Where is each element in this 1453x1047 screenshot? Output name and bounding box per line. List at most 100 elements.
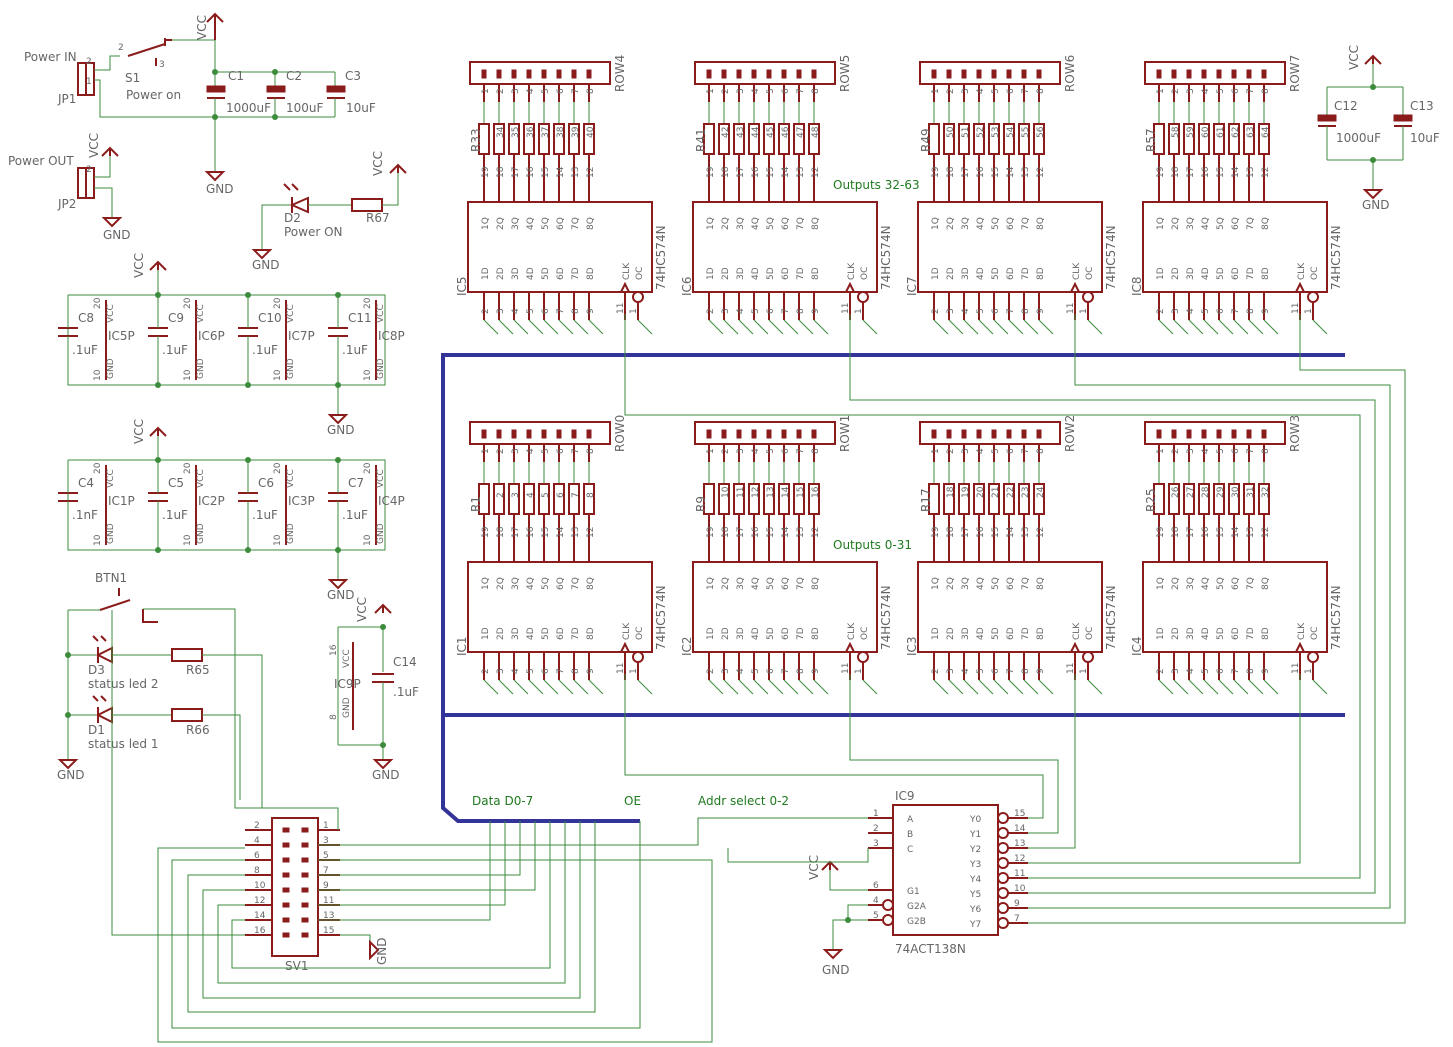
q-label: 4Q (526, 217, 536, 230)
gnd-symbol-sv1 (369, 939, 380, 961)
resistor-label: 56 (1036, 126, 1046, 138)
header-pin (976, 429, 982, 439)
latch-ic-body (1142, 561, 1328, 653)
latch-ic-body (917, 561, 1103, 653)
resistor-label: 34 (496, 126, 506, 138)
sv1-label: SV1 (285, 959, 308, 973)
pin-number: 2 (931, 308, 941, 314)
resistor-label: 63 (1246, 127, 1256, 138)
q-label: 2Q (721, 217, 731, 230)
latch-ic-label: IC6 (680, 276, 694, 296)
pin-number: 8 (586, 448, 596, 454)
clk-marker (1070, 641, 1080, 653)
c3-label: C3 (345, 69, 361, 83)
signal-wire (262, 807, 339, 830)
pin-number: 5 (323, 851, 329, 861)
pin-number: 15 (323, 926, 334, 936)
pin-number: 12 (1261, 527, 1271, 538)
net-outputs-top-label: Outputs 32-63 (833, 178, 920, 192)
oe-wire (862, 319, 878, 335)
pin-number: 3 (496, 308, 506, 314)
svg-text:GND: GND (252, 258, 280, 272)
resistor (538, 483, 550, 515)
latch-ic-label: IC3 (905, 636, 919, 656)
pin-number: 7 (1246, 448, 1256, 454)
row-header-label: ROW2 (1063, 415, 1077, 452)
oe-wire (637, 319, 653, 335)
resistor-label: 20 (976, 486, 986, 498)
q-label: 8Q (1261, 217, 1271, 230)
signal-wire (318, 817, 868, 846)
header-pin (481, 69, 487, 79)
decoder-output-label: Y2 (969, 845, 981, 855)
bus-entry (708, 679, 724, 695)
latch-ic-body (692, 561, 878, 653)
d-label: 3D (1186, 267, 1196, 280)
decoup-ic-gnd-pin: GND (286, 523, 296, 544)
pin-number: 9 (1014, 899, 1020, 909)
pin-number: 1 (706, 448, 716, 454)
d2-led (289, 196, 309, 214)
resistor-label: 15 (796, 487, 806, 498)
pin-number: 19 (1156, 166, 1166, 178)
q-label: 5Q (541, 577, 551, 590)
latch-block: ROW21191Q1D22182Q2D3183173Q3D4194164Q4D5… (905, 415, 1118, 695)
pin-number: 8 (1021, 308, 1031, 314)
connector-pin (301, 827, 309, 833)
resistor-label: 12 (751, 487, 761, 498)
q-label: 8Q (1261, 577, 1271, 590)
gnd-symbol-c12 (1362, 189, 1384, 200)
signal-wire (318, 821, 521, 876)
pin-number: 9 (811, 308, 821, 314)
svg-text:16: 16 (329, 644, 339, 656)
resistor-label: 29 (1216, 486, 1226, 498)
routing-wires (111, 314, 1406, 1043)
pin-number: 17 (511, 167, 521, 178)
c13-value: 10uF (1410, 131, 1440, 145)
pin-number: 17 (736, 167, 746, 178)
decoder-output-label: Y6 (969, 905, 981, 915)
pin-number: 14 (556, 526, 566, 538)
bus-entry (1263, 319, 1279, 335)
d2-value: Power ON (284, 225, 343, 239)
pin-number: 13 (571, 527, 581, 538)
d-label: 3D (736, 627, 746, 640)
q-label: 5Q (1216, 217, 1226, 230)
pin-number: 13 (1014, 839, 1025, 849)
resistor-label: 5 (541, 492, 551, 498)
pin-number: 5 (1216, 88, 1226, 94)
decoup-ic-vcc-pin: VCC (286, 304, 296, 323)
pin-number: 7 (796, 88, 806, 94)
svg-text:GND: GND (327, 423, 355, 437)
gnd-symbol-status (57, 759, 79, 770)
resistor-label: 45 (766, 127, 776, 138)
latch-block: ROW51191Q1D22182Q2D3423173Q3D4434164Q4D5… (680, 55, 893, 335)
pin-number: 5 (976, 308, 986, 314)
latch-ic-label: IC4 (1130, 636, 1144, 656)
resistor-label: 44 (751, 126, 761, 138)
bus-entry (948, 319, 964, 335)
header-pin (946, 69, 952, 79)
pin-number: 8 (1021, 668, 1031, 674)
decoup-cap-label: C5 (168, 476, 184, 490)
svg-text:VCC: VCC (87, 133, 101, 158)
bus-entry (1173, 319, 1189, 335)
d-label: 4D (526, 267, 536, 280)
q-label: 8Q (811, 217, 821, 230)
pin-number: 2 (1156, 668, 1166, 674)
decoup-cap-value: .1uF (342, 343, 368, 357)
resistor-label: R33 (469, 128, 483, 152)
header-pin (1231, 69, 1237, 79)
decoder-ic9: IC9 74ACT138N VCC GND 1A2B3C6G14G2A5G2B1… (807, 789, 1028, 977)
pin-number: 3 (961, 448, 971, 454)
latch-ic-body (1142, 201, 1328, 293)
pin-number: 5 (751, 308, 761, 314)
pin-number: 19 (931, 526, 941, 538)
row-header (469, 61, 611, 85)
pin-number: 20 (363, 297, 373, 309)
resistor-label: 2 (496, 492, 506, 498)
d-label: 5D (541, 627, 551, 640)
resistor-label: 28 (1201, 486, 1211, 498)
pin-number: 14 (556, 166, 566, 178)
resistor (523, 483, 535, 515)
